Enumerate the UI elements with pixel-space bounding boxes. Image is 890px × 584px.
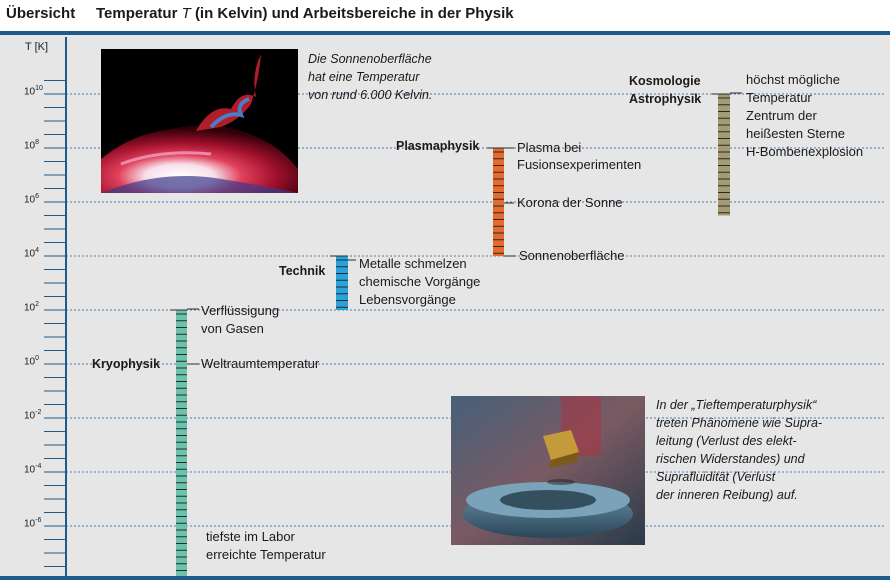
caption-sun-line: Die Sonnenoberfläche	[308, 52, 432, 66]
caption-sun-line: von rund 6.000 Kelvin.	[308, 88, 433, 102]
tick-base: 10	[24, 194, 36, 206]
y-tick-label: 10-2	[24, 409, 41, 421]
label-hoechst-moegliche: höchst mögliche	[746, 72, 840, 87]
caption-tieftemperatur: In der „Tieftemperaturphysik“ treten Phä…	[656, 396, 822, 504]
y-tick-label: 10-4	[24, 463, 41, 475]
header: Übersicht Temperatur T (in Kelvin) und A…	[0, 0, 890, 30]
bottom-frame-bar	[0, 576, 890, 580]
field-kryophysik: Kryophysik	[92, 357, 161, 371]
tick-base: 10	[24, 140, 36, 152]
caption-tief-line: Suprafluidität (Verlust	[656, 470, 776, 484]
field-technik: Technik	[279, 264, 326, 278]
y-tick-label: 104	[24, 247, 39, 259]
y-tick-label: 100	[24, 355, 39, 367]
bar-technik	[330, 255, 348, 310]
field-kosmologie: Kosmologie	[629, 74, 701, 88]
bar-kosmologie	[712, 93, 730, 216]
tick-base: 10	[24, 356, 36, 368]
label-plasma-bei: Plasma bei	[517, 140, 582, 155]
tick-exponent: 4	[35, 247, 40, 254]
tick-exponent: 10	[35, 85, 43, 92]
label-lebensvorgaenge: Lebensvorgänge	[359, 292, 456, 307]
field-astrophysik: Astrophysik	[629, 92, 702, 106]
bar-kryophysik-fill	[176, 310, 187, 576]
page-title: Temperatur T (in Kelvin) und Arbeitsbere…	[96, 5, 514, 22]
y-axis-label: T [K]	[25, 41, 49, 53]
superconductor-levitation-photo	[451, 396, 645, 545]
field-plasmaphysik: Plasmaphysik	[396, 139, 480, 153]
tick-base: 10	[24, 518, 36, 530]
bar-kosmologie-fill	[718, 94, 730, 216]
tick-exponent: 2	[35, 301, 40, 308]
label-metalle-schmelzen: Metalle schmelzen	[359, 256, 467, 271]
top-frame-bar	[0, 31, 890, 35]
title-post: (in Kelvin) und Arbeitsbereiche in der P…	[194, 5, 514, 22]
tick-base: 10	[24, 410, 36, 422]
label-tiefste-labor: tiefste im Labor	[206, 529, 295, 544]
y-tick-label: 10-6	[24, 517, 41, 529]
y-tick-label: 102	[24, 301, 39, 313]
bar-kryophysik	[170, 309, 187, 576]
caption-tief-line: treten Phänomene wie Supra-	[656, 416, 823, 430]
label-fusionsexperimenten: Fusionsexperimenten	[517, 157, 642, 172]
tick-base: 10	[24, 464, 36, 476]
tick-exponent: 0	[35, 355, 40, 362]
caption-tief-line: der inneren Reibung) auf.	[656, 488, 798, 502]
caption-tief-line: rischen Widerstandes) und	[656, 452, 805, 466]
caption-sun: Die Sonnenoberfläche hat eine Temperatur…	[308, 50, 432, 104]
y-tick-label: 1010	[24, 85, 43, 97]
bar-plasmaphysik-fill	[493, 148, 504, 256]
tick-exponent: 6	[35, 193, 40, 200]
tick-exponent: 8	[35, 139, 40, 146]
caption-tief-line: In der „Tieftemperaturphysik“	[656, 398, 817, 412]
tick-base: 10	[24, 248, 36, 260]
tick-exponent: -6	[35, 517, 42, 524]
title-pre: Temperatur	[96, 5, 178, 22]
label-von-gasen: von Gasen	[201, 321, 264, 336]
tick-base: 10	[24, 302, 36, 314]
y-tick-label: 106	[24, 193, 39, 205]
label-zentrum-der: Zentrum der	[746, 108, 817, 123]
label-verfluessigung: Verflüssigung	[201, 303, 280, 318]
label-weltraumtemperatur: Weltraumtemperatur	[201, 356, 320, 371]
caption-sun-line: hat eine Temperatur	[308, 70, 420, 84]
section-title: Übersicht	[6, 5, 76, 22]
title-variable: T	[181, 5, 191, 22]
bar-technik-fill	[336, 256, 348, 310]
y-tick-label: 108	[24, 139, 39, 151]
label-temperatur: Temperatur	[746, 90, 812, 105]
tick-exponent: -4	[35, 463, 42, 470]
label-heissesten-sterne: heißesten Sterne	[746, 126, 846, 141]
tick-exponent: -2	[35, 409, 42, 416]
tick-base: 10	[24, 86, 36, 98]
bar-plasmaphysik	[487, 147, 504, 256]
label-chemische-vorgaenge: chemische Vorgänge	[359, 274, 481, 289]
label-korona: Korona der Sonne	[517, 195, 623, 210]
label-h-bombenexplosion: H-Bombenexplosion	[746, 144, 864, 159]
label-erreichte-temperatur: erreichte Temperatur	[206, 547, 326, 562]
sun-surface-photo	[101, 49, 298, 193]
label-sonnenoberflaeche: Sonnenoberfläche	[519, 248, 625, 263]
caption-tief-line: leitung (Verlust des elekt-	[656, 434, 797, 448]
